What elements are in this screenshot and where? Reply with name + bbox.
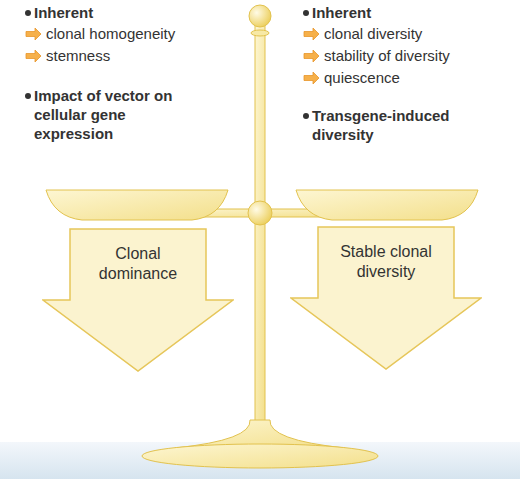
bullet-heading: Inherent	[312, 3, 512, 22]
bullet-dot	[25, 10, 31, 16]
bullet-item: stemness	[46, 46, 246, 65]
bullet-heading: Impact of vector on cellular gene expres…	[34, 86, 182, 143]
arrow-shape	[291, 227, 481, 369]
bullet-item: quiescence	[324, 68, 514, 87]
scale-base	[142, 444, 378, 468]
bullet-heading: Inherent	[34, 3, 234, 22]
bullet-dot	[303, 10, 309, 16]
arrow-shape	[43, 229, 233, 371]
arrow-marker	[26, 50, 41, 62]
bullet-item: clonal homogeneity	[46, 24, 246, 43]
bullet-item: clonal diversity	[324, 24, 514, 43]
floor	[0, 442, 520, 479]
arrow-label: Clonal dominance	[76, 228, 200, 284]
arrow-marker	[304, 72, 319, 84]
down-arrow-box: Stable clonal diversity	[290, 226, 482, 370]
bullet-dot	[25, 93, 31, 99]
pole-collar	[251, 30, 269, 36]
arrow-marker	[304, 28, 319, 40]
left-pan	[46, 190, 228, 220]
arrow-label: Stable clonal diversity	[324, 226, 448, 282]
bullet-item: stability of diversity	[324, 46, 514, 65]
pivot-ball	[248, 201, 272, 225]
arrow-marker	[304, 50, 319, 62]
top-ball	[249, 5, 271, 27]
scale-pole	[255, 24, 265, 442]
down-arrow-box: Clonal dominance	[42, 228, 234, 372]
right-pan	[296, 190, 478, 220]
bullet-heading: Transgene-induced diversity	[312, 106, 492, 144]
arrow-marker	[26, 28, 41, 40]
bullet-dot	[303, 113, 309, 119]
